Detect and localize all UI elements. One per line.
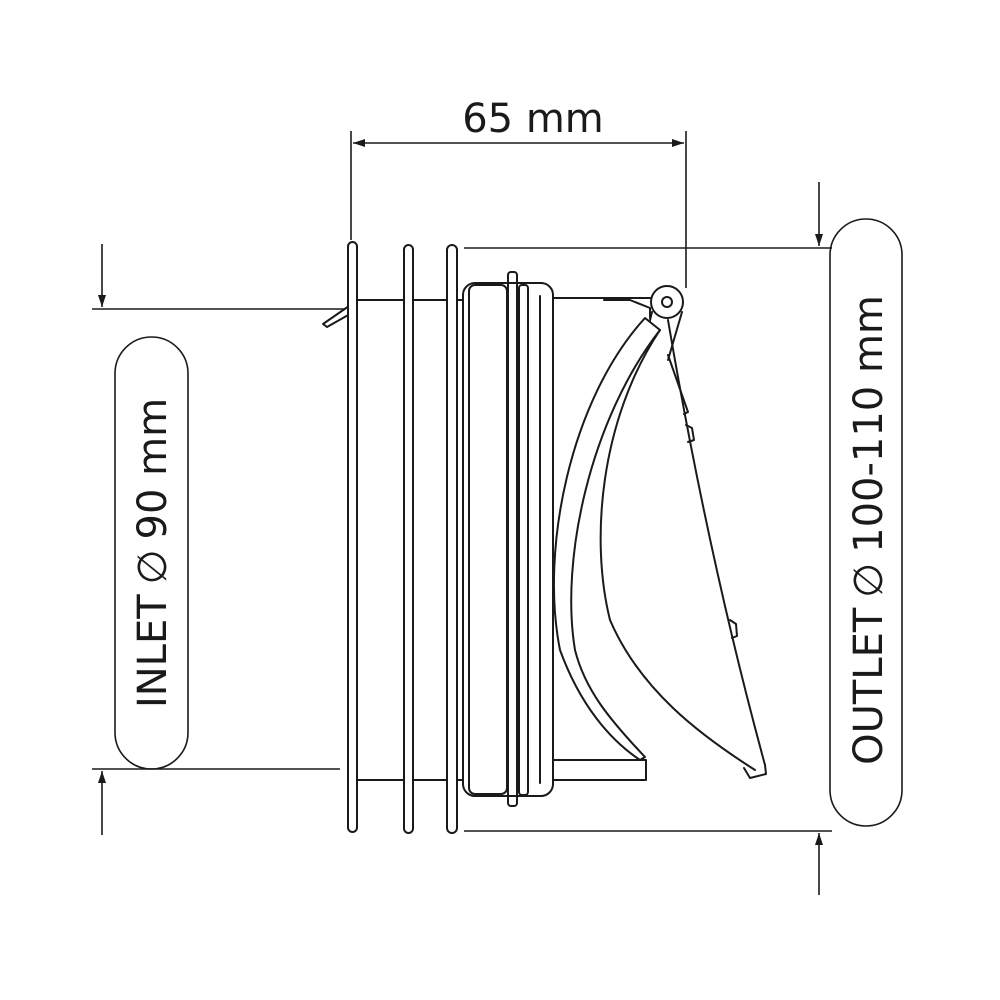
outlet-label: OUTLET ∅ 100-110 mm [846,295,892,765]
seal-fin-2 [403,244,414,834]
hinge-arm-right [667,311,683,361]
outlet-diameter-symbol: ∅ [846,563,892,598]
seal-fin-1 [347,241,358,833]
inlet-tab [322,305,351,328]
outlet-label-pill [829,218,903,827]
inlet-label-text: INLET [130,594,176,708]
flap-clip-1 [685,424,695,443]
hinge-pivot-inner [661,296,673,308]
flap-tip [743,764,767,779]
inlet-dimension: INLET ∅ 90 mm [92,244,345,835]
flap-clip-2 [729,619,738,639]
seal-fin-3 [446,244,458,834]
hinge-bracket [603,299,651,319]
inlet-diameter-value: 90 mm [130,398,176,540]
hinge-pivot-outer [650,285,684,319]
length-dimension-label: 65 mm [462,96,604,142]
outlet-diameter-value: 100-110 mm [846,295,892,553]
outlet-dimension: OUTLET ∅ 100-110 mm [464,182,903,895]
collar-ring-1 [507,271,518,807]
outlet-label-text: OUTLET [846,607,892,765]
inlet-label-pill [114,336,189,770]
flap-inner-curve [599,329,756,771]
flap-outer-curve [552,317,661,761]
outlet-tube-bottom-edge [552,759,647,781]
inlet-diameter-symbol: ∅ [130,549,176,584]
valve-body [322,241,767,834]
length-dimension: 65 mm [350,96,687,288]
flap-rib-top [667,354,689,415]
flap-straight-edge [667,319,766,766]
inlet-label: INLET ∅ 90 mm [130,398,176,708]
collar-ring-2 [518,284,529,796]
